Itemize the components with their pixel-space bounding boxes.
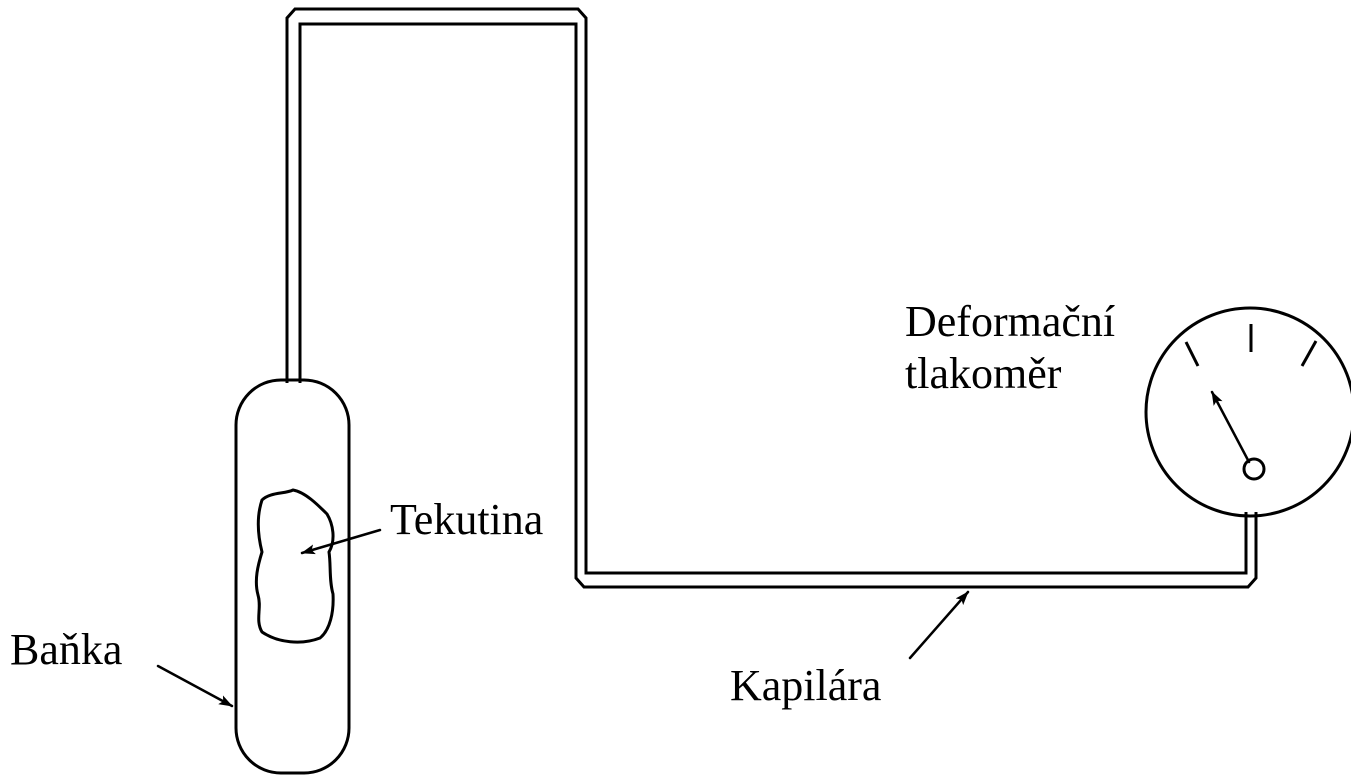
gauge-label-line2: tlakoměr xyxy=(905,349,1062,398)
bulb xyxy=(234,378,351,775)
bulb-pointer-arrow xyxy=(156,664,234,708)
fluid-label: Tekutina xyxy=(390,495,543,544)
bulb-label: Baňka xyxy=(10,625,122,674)
fluid-blob xyxy=(254,488,335,644)
gauge-tick-left xyxy=(1184,341,1200,367)
capillary-outer-wall xyxy=(285,7,1248,575)
capillary-pointer-arrow xyxy=(908,590,970,660)
fluid-pointer-arrow xyxy=(300,528,382,555)
gauge-needle xyxy=(1210,390,1251,464)
gauge-tick-right xyxy=(1300,340,1318,367)
gauge-label-line1: Deformační xyxy=(905,297,1115,346)
capillary-label: Kapilára xyxy=(730,661,881,710)
pressure-gauge xyxy=(1144,306,1351,518)
capillary-inner-wall xyxy=(298,22,1258,589)
gauge-pivot xyxy=(1242,457,1266,481)
